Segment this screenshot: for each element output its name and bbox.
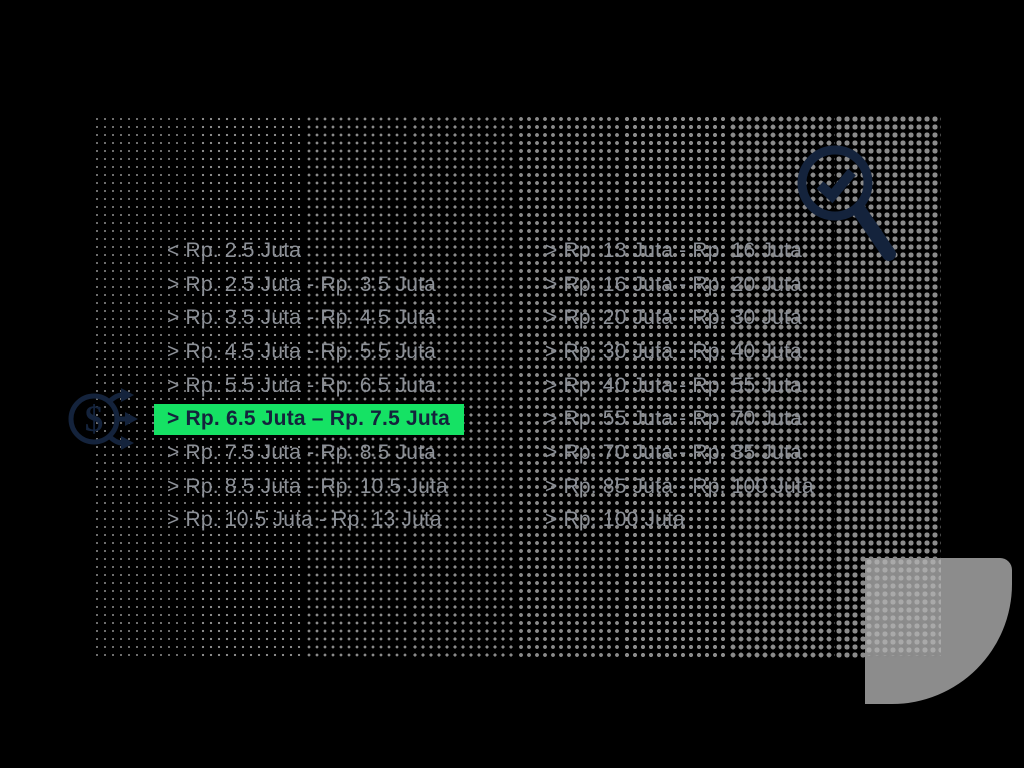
salary-range-option[interactable]: > Rp. 70 Juta - Rp. 85 Juta bbox=[545, 440, 802, 464]
salary-range-option-selected[interactable]: > Rp. 6.5 Juta – Rp. 7.5 Juta bbox=[154, 403, 464, 435]
salary-range-option[interactable]: > Rp. 3.5 Juta - Rp. 4.5 Juta bbox=[167, 306, 437, 330]
halftone-strip bbox=[199, 115, 305, 658]
halftone-strip bbox=[305, 115, 411, 658]
salary-range-option[interactable]: > Rp. 85 Juta - Rp. 100 Juta bbox=[545, 474, 814, 498]
halftone-strip bbox=[517, 115, 623, 658]
salary-range-option[interactable]: > Rp. 100 Juta bbox=[545, 508, 685, 532]
salary-range-option[interactable]: > Rp. 55 Juta - Rp. 70 Juta bbox=[545, 407, 802, 431]
magnifier-check-svg bbox=[797, 145, 896, 261]
halftone-strip bbox=[93, 115, 199, 658]
dollar-circle-arrows-svg: $ bbox=[68, 388, 138, 450]
salary-range-option[interactable]: > Rp. 13 Juta - Rp. 16 Juta bbox=[545, 238, 802, 262]
quarter-circle-dots-overlay bbox=[865, 558, 941, 656]
halftone-strip bbox=[623, 115, 729, 658]
salary-range-option[interactable]: > Rp. 2.5 Juta - Rp. 3.5 Juta bbox=[167, 272, 437, 296]
salary-range-list-left: < Rp. 2.5 Juta > Rp. 2.5 Juta - Rp. 3.5 … bbox=[154, 234, 464, 537]
salary-range-option[interactable]: > Rp. 5.5 Juta - Rp. 6.5 Juta bbox=[167, 373, 437, 397]
salary-range-option[interactable]: > Rp. 10.5 Juta - Rp. 13 Juta bbox=[167, 508, 442, 532]
svg-text:$: $ bbox=[85, 399, 104, 440]
salary-range-option[interactable]: > Rp. 16 Juta - Rp. 20 Juta bbox=[545, 272, 802, 296]
salary-range-option[interactable]: > Rp. 30 Juta - Rp. 40 Juta bbox=[545, 339, 802, 363]
salary-range-option[interactable]: < Rp. 2.5 Juta bbox=[167, 238, 302, 262]
salary-range-option[interactable]: > Rp. 7.5 Juta - Rp. 8.5 Juta bbox=[167, 440, 437, 464]
halftone-strip bbox=[411, 115, 517, 658]
salary-range-list-right: > Rp. 13 Juta - Rp. 16 Juta > Rp. 16 Jut… bbox=[532, 234, 828, 537]
dollar-circle-arrows-icon: $ bbox=[64, 386, 146, 457]
salary-range-option[interactable]: > Rp. 40 Juta - Rp. 55 Juta bbox=[545, 373, 802, 397]
magnifier-check-icon bbox=[795, 136, 907, 273]
salary-range-option[interactable]: > Rp. 4.5 Juta - Rp. 5.5 Juta bbox=[167, 339, 437, 363]
salary-range-option[interactable]: > Rp. 8.5 Juta - Rp. 10.5 Juta bbox=[167, 474, 448, 498]
salary-range-option[interactable]: > Rp. 20 Juta - Rp. 30 Juta bbox=[545, 306, 802, 330]
